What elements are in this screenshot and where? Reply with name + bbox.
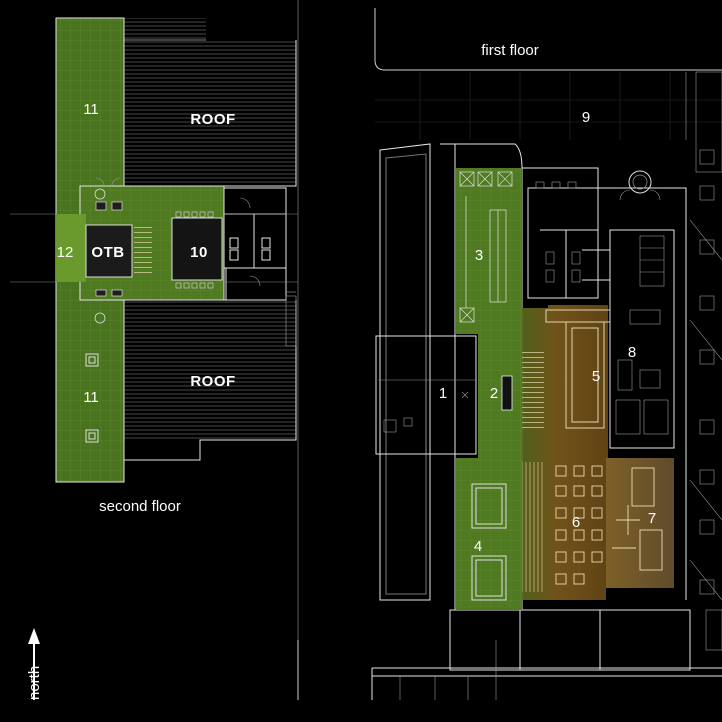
room-label-1: 1 (439, 385, 447, 402)
second-floor-label: second floor (99, 498, 181, 515)
second-floor-plan (10, 0, 299, 700)
first-floor-label: first floor (481, 42, 539, 59)
room-label-5: 5 (592, 368, 600, 385)
room-label-11-bottom: 11 (83, 389, 99, 406)
room-label-7: 7 (648, 510, 656, 527)
north-arrow-icon (28, 628, 40, 700)
room-label-4: 4 (474, 538, 482, 555)
room-label-12: 12 (57, 244, 74, 261)
roof-bottom-area (124, 300, 296, 440)
room-10 (171, 217, 223, 281)
room-label-8: 8 (628, 344, 636, 361)
room-label-10: 10 (190, 244, 208, 261)
roof-bottom-label: ROOF (190, 373, 235, 390)
room-label-6: 6 (572, 514, 580, 531)
roof-top-label: ROOF (190, 111, 235, 128)
north-label: north (26, 666, 43, 700)
room-label-11-top: 11 (83, 101, 99, 118)
room-label-2: 2 (490, 385, 498, 402)
room-label-3: 3 (475, 247, 483, 264)
otb-label: OTB (91, 244, 124, 261)
otb-room (85, 224, 133, 278)
room-label-9: 9 (582, 109, 590, 126)
roof-top-area (124, 40, 296, 186)
first-floor-plan (371, 8, 722, 700)
